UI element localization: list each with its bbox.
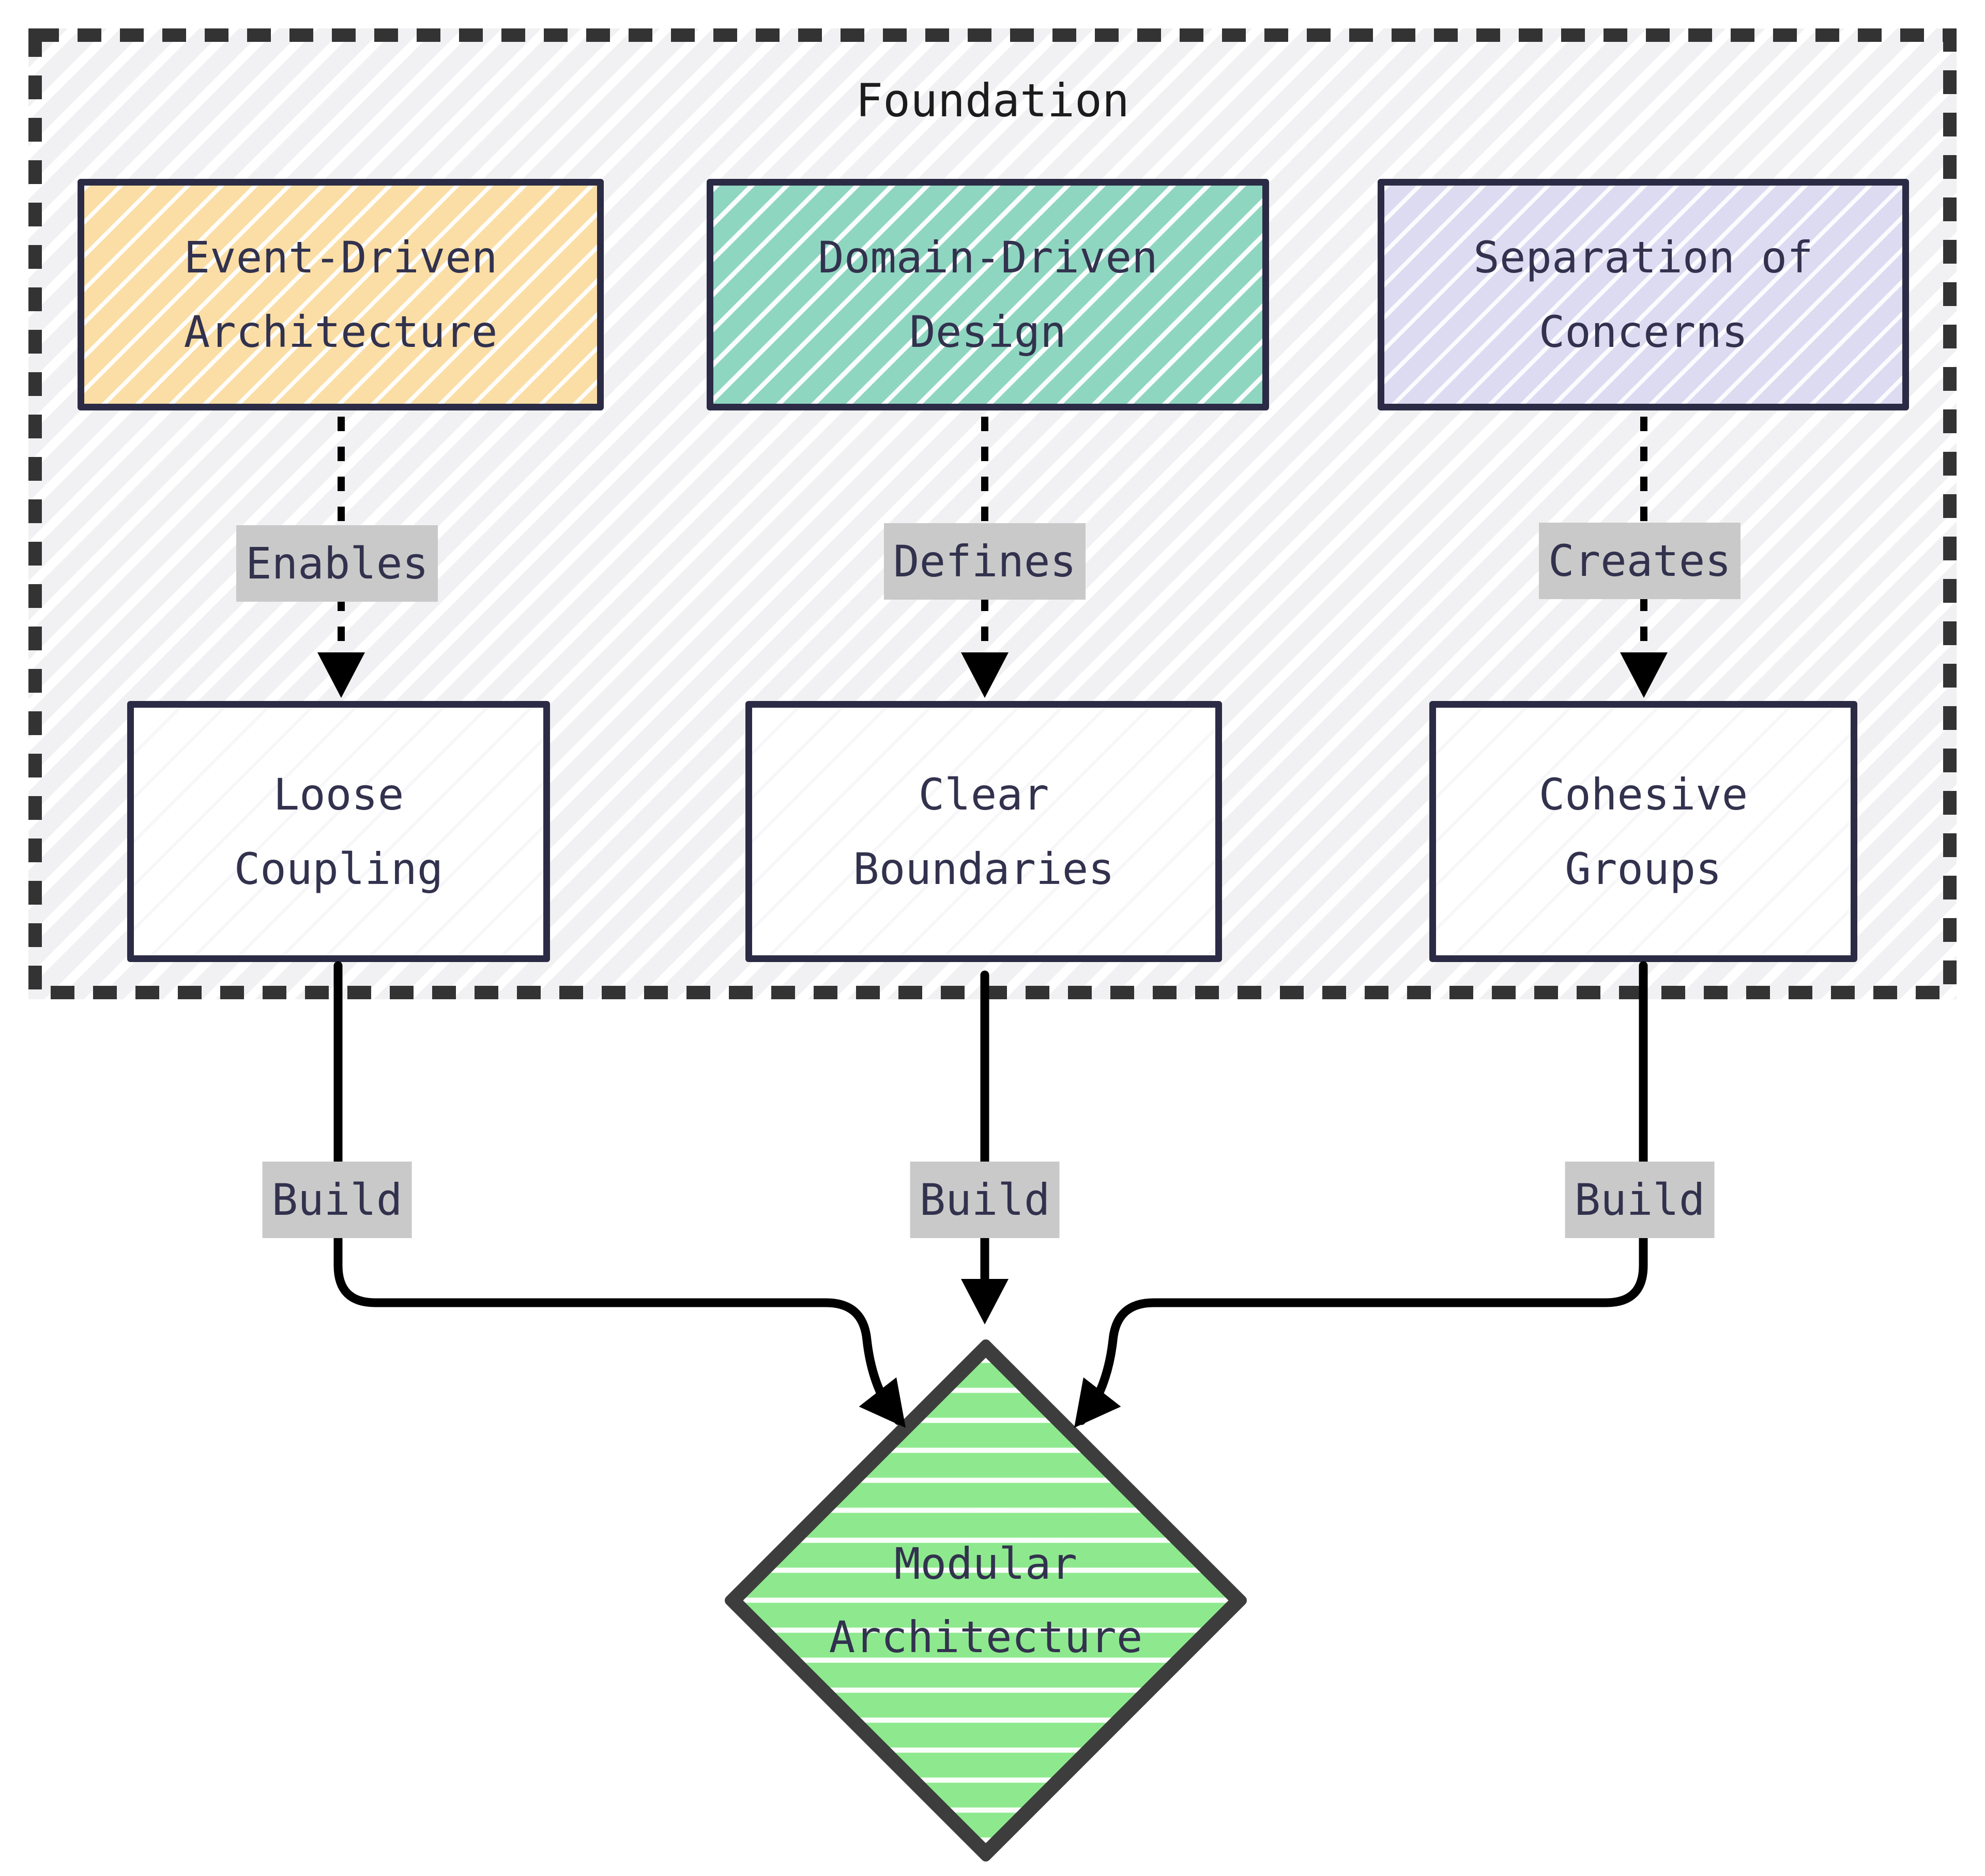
node-label-line: Coupling: [234, 843, 444, 894]
edge-label-defines: Defines: [883, 523, 1086, 600]
node-cohesive-groups: Cohesive Groups: [1429, 701, 1857, 962]
node-label-line: Architecture: [829, 1612, 1143, 1663]
edge-label-creates: Creates: [1538, 523, 1741, 599]
node-separation-of-concerns: Separation of Concerns: [1378, 179, 1909, 410]
edge-label-build-left: Build: [262, 1162, 412, 1238]
edge-label-enables: Enables: [236, 525, 438, 602]
node-label-line: Event-Driven: [184, 232, 498, 283]
node-clear-boundaries: Clear Boundaries: [745, 701, 1222, 962]
node-domain-driven-design: Domain-Driven Design: [707, 179, 1269, 410]
node-modular-architecture: Modular Architecture: [722, 1337, 1249, 1864]
node-label-line: Domain-Driven: [818, 232, 1158, 283]
node-label-line: Architecture: [184, 307, 498, 357]
node-label-line: Concerns: [1538, 307, 1748, 357]
node-label-line: Cohesive: [1538, 769, 1748, 820]
node-event-driven-architecture: Event-Driven Architecture: [78, 179, 604, 410]
edge-label-build-right: Build: [1565, 1162, 1715, 1238]
edge-build-right-line: [1077, 961, 1648, 1425]
edge-build-mid-arrowhead: [961, 1279, 1009, 1324]
node-label-line: Clear: [918, 769, 1049, 820]
node-label-line: Groups: [1565, 843, 1722, 894]
node-label-line: Loose: [273, 769, 404, 820]
node-label-line: Separation of: [1473, 232, 1813, 283]
node-loose-coupling: Loose Coupling: [127, 701, 550, 962]
foundation-title: Foundation: [856, 74, 1129, 127]
diamond-label: Modular Architecture: [829, 1542, 1143, 1659]
edge-label-build-mid: Build: [910, 1162, 1060, 1238]
edge-build-left-line: [333, 961, 903, 1425]
node-label-line: Design: [909, 307, 1066, 357]
node-label-line: Boundaries: [853, 843, 1114, 894]
node-label-line: Modular: [894, 1538, 1077, 1589]
